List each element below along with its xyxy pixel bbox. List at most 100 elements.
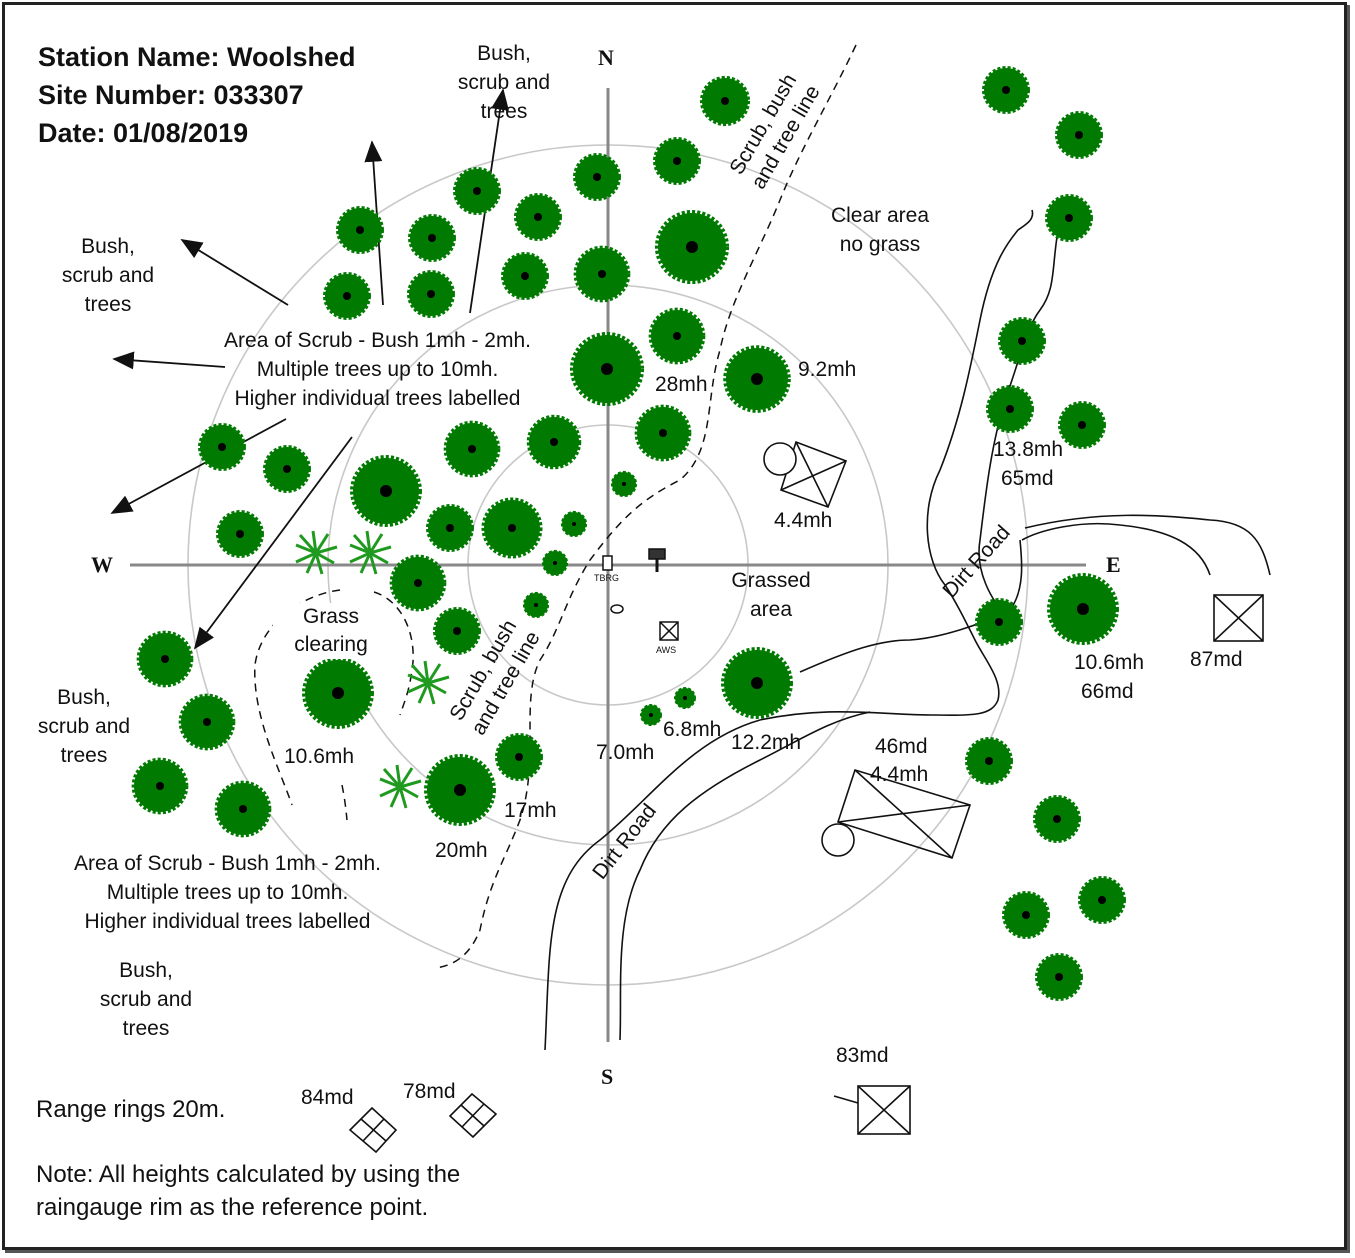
- compass-west: W: [91, 552, 113, 577]
- tree-center-dot: [985, 757, 993, 765]
- station-equipment: [602, 548, 679, 641]
- palm-tree: [348, 529, 393, 576]
- tree-center-dot: [1075, 131, 1083, 139]
- height-label: 10.6mh: [1074, 651, 1145, 674]
- compass-north: N: [598, 45, 614, 70]
- tbrg-raingauge: [602, 555, 613, 571]
- tree-center-dot: [995, 618, 1003, 626]
- tree-center-dot: [468, 445, 476, 453]
- tree-center-dot: [380, 485, 392, 497]
- compass-east: E: [1106, 552, 1121, 577]
- tree-center-dot: [751, 373, 763, 385]
- tree-center-dot: [751, 677, 763, 689]
- label-grassed-area: Grassed area: [731, 569, 811, 621]
- distance-label: 83md: [836, 1044, 889, 1067]
- tree-center-dot: [343, 292, 351, 300]
- tree-center-dot: [673, 157, 681, 165]
- range-rings-note: Range rings 20m.: [36, 1096, 226, 1123]
- tree-center-dot: [673, 332, 681, 340]
- tree-center-dot: [572, 522, 576, 526]
- tree-center-dot: [446, 524, 454, 532]
- tree-center-dot: [1065, 214, 1073, 222]
- height-label: 7.0mh: [596, 741, 655, 764]
- height-label: 4.4mh: [870, 763, 929, 786]
- buildings: [348, 440, 1264, 1154]
- shed-4-4mh: [763, 440, 848, 509]
- shed-46md: [821, 769, 972, 859]
- tree-center-dot: [427, 290, 435, 298]
- aws-enclosure: [659, 621, 679, 641]
- tree-center-dot: [649, 713, 653, 717]
- height-label: 28mh: [655, 373, 708, 396]
- height-label: 10.6mh: [284, 745, 355, 768]
- compass-south: S: [601, 1064, 614, 1089]
- tree-center-dot: [508, 524, 516, 532]
- small-gauge: [610, 604, 624, 614]
- tree-center-dot: [239, 805, 247, 813]
- tree-center-dot: [598, 270, 606, 278]
- tree-center-dot: [454, 784, 466, 796]
- tree-center-dot: [414, 579, 422, 587]
- tree-center-dot: [1055, 973, 1063, 981]
- tree-center-dot: [161, 655, 169, 663]
- tree-center-dot: [659, 429, 667, 437]
- distance-label: 65md: [1001, 467, 1054, 490]
- label-clear-area: Clear area no grass: [830, 204, 930, 256]
- tree-center-dot: [356, 226, 364, 234]
- height-label: 6.8mh: [663, 718, 722, 741]
- tree-center-dot: [683, 696, 687, 700]
- distance-label: 78md: [403, 1080, 456, 1103]
- tree-center-dot: [686, 241, 698, 253]
- label-scrub-area-north: Area of Scrub - Bush 1mh - 2mh. Multiple…: [224, 329, 531, 410]
- tree-center-dot: [156, 782, 164, 790]
- tree-center-dot: [1098, 896, 1106, 904]
- tree-center-dot: [1022, 911, 1030, 919]
- roads-and-tracks: [544, 209, 1271, 1051]
- tree-center-dot: [601, 363, 613, 375]
- shed-87md: [1213, 594, 1264, 642]
- tree-center-dot: [550, 438, 558, 446]
- height-label: 12.2mh: [731, 731, 802, 754]
- tree-center-dot: [1006, 405, 1014, 413]
- tree-center-dot: [428, 234, 436, 242]
- label-grass-clearing: Grass clearing: [273, 603, 389, 659]
- tree-center-dot: [1078, 421, 1086, 429]
- distance-label: 46md: [875, 735, 928, 758]
- tree-center-dot: [218, 443, 226, 451]
- label-bush-scrub-trees-southwest: Bush, scrub and trees: [99, 959, 193, 1040]
- shed-78md: [448, 1092, 498, 1139]
- heights-note: Note: All heights calculated by using th…: [36, 1161, 461, 1221]
- tree-center-dot: [1002, 86, 1010, 94]
- tree-center-dot: [721, 97, 729, 105]
- label-scrub-area-south: Area of Scrub - Bush 1mh - 2mh. Multiple…: [74, 852, 381, 933]
- tree-center-dot: [534, 213, 542, 221]
- site-number: Site Number: 033307: [38, 80, 304, 110]
- tree-center-dot: [622, 482, 626, 486]
- sensor-post: [648, 548, 666, 560]
- station-name: Station Name: Woolshed: [38, 42, 356, 72]
- palm-tree: [294, 529, 339, 576]
- tree-center-dot: [534, 603, 538, 607]
- distance-label: 84md: [301, 1086, 354, 1109]
- tree-center-dot: [593, 173, 601, 181]
- shed-84md: [348, 1106, 398, 1154]
- label-tbrg: TBRG: [594, 573, 620, 583]
- palm-tree: [406, 659, 451, 706]
- height-label: 20mh: [435, 839, 488, 862]
- tree-center-dot: [203, 718, 211, 726]
- label-bush-scrub-trees-northwest: Bush, scrub and trees: [61, 235, 155, 316]
- tree-center-dot: [515, 753, 523, 761]
- palm-tree: [378, 763, 423, 810]
- label-bush-scrub-trees-west: Bush, scrub and trees: [37, 686, 131, 767]
- label-aws: AWS: [656, 645, 677, 655]
- tree-center-dot: [283, 465, 291, 473]
- tree-center-dot: [521, 272, 529, 280]
- distance-label: 87md: [1190, 648, 1243, 671]
- report-date: Date: 01/08/2019: [38, 118, 249, 148]
- label-bush-scrub-trees-north: Bush, scrub and trees: [457, 42, 551, 123]
- height-label: 4.4mh: [774, 509, 833, 532]
- height-label: 13.8mh: [993, 438, 1064, 461]
- tree-center-dot: [453, 627, 461, 635]
